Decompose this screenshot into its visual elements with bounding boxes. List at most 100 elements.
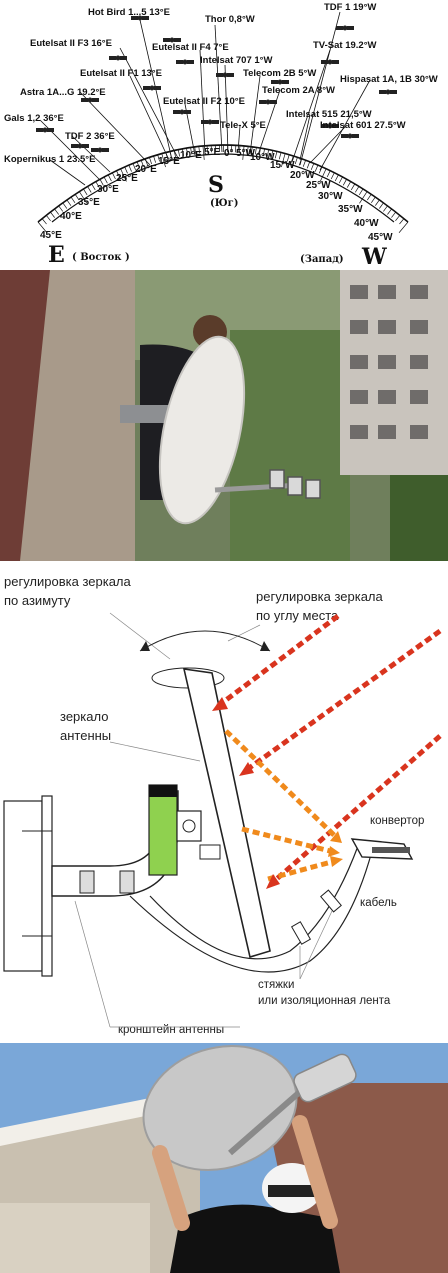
wall-plate — [3, 795, 53, 977]
arc-tick — [255, 147, 257, 155]
satellite-label: Intelsat 707 1°W — [200, 55, 272, 66]
cable-tie — [320, 889, 342, 913]
right-arm — [292, 1115, 338, 1229]
pointer-line — [224, 64, 229, 153]
arc-tick — [124, 166, 128, 174]
east-letter: E — [48, 242, 65, 268]
pointer-line — [79, 91, 151, 166]
arc-tick — [149, 157, 152, 165]
arc-tick — [79, 191, 88, 204]
signal-arrow-red — [216, 614, 340, 708]
arc-tick — [247, 146, 249, 154]
arc-tick — [37, 221, 48, 234]
bracket-leader-line — [74, 900, 111, 1028]
pointer-line — [214, 24, 223, 153]
degree-label: 5°E — [204, 147, 221, 158]
satellite-icon — [271, 79, 289, 85]
pointer-line — [71, 135, 111, 173]
arc-tick — [186, 148, 188, 156]
arc-tick — [262, 148, 265, 156]
pointer-line — [199, 49, 206, 156]
arc-tick — [62, 202, 68, 209]
arc-tick — [239, 145, 241, 153]
degree-label: 40°E — [60, 211, 82, 222]
arc-tick — [398, 221, 409, 233]
mirror-leader-line — [109, 741, 201, 762]
arc-tick — [198, 146, 200, 154]
siding — [0, 1203, 150, 1273]
pointer-line — [49, 159, 86, 186]
arc-tick — [298, 158, 302, 166]
satellite-icon — [131, 15, 149, 21]
ties-leader-line — [299, 910, 333, 980]
pointer-line — [291, 49, 331, 163]
satellite-label: Hot Bird 1...5 13°E — [88, 7, 170, 18]
satellite-label: Eutelsat II F4 7°E — [152, 42, 229, 53]
degree-label: 35°W — [338, 204, 363, 215]
satellite-icon — [259, 99, 277, 105]
elevation-label-line2: по углу места — [256, 608, 339, 623]
ties-label-line2: или изоляционная лента — [258, 995, 391, 1007]
arc-tick — [41, 218, 47, 225]
arc-tick — [274, 151, 278, 159]
arc-tick — [387, 208, 392, 215]
pointer-line — [309, 126, 346, 164]
satellite-label: Hispasat 1A, 1B 30°W — [340, 74, 438, 85]
left-arm — [152, 1145, 190, 1231]
satellite-icon — [321, 123, 339, 129]
arc-tick — [319, 168, 327, 182]
arc-tick — [194, 146, 196, 154]
satellite-icon — [91, 147, 109, 153]
arc-tick — [45, 215, 51, 222]
feed-arm-outline — [149, 845, 359, 960]
arc-tick — [326, 170, 331, 178]
arc-tick — [99, 179, 104, 186]
azimuth-label-line1: регулировка зеркала — [4, 574, 132, 589]
satellite-icon — [71, 143, 89, 149]
ties-label-line1: стяжки — [258, 979, 294, 991]
satellite-label: Thor 0,8°W — [205, 14, 255, 25]
arc-tick — [144, 158, 148, 166]
arc-tick — [87, 186, 92, 193]
arc-tick — [290, 155, 294, 163]
arc-tick — [294, 157, 298, 165]
degree-label: 35°E — [78, 197, 100, 208]
satellite-icons — [36, 15, 397, 153]
arc-tick — [358, 188, 364, 196]
pointer-line — [299, 11, 341, 166]
satellite-icon — [321, 59, 339, 65]
satellite-label: TDF 2 36°E — [65, 131, 115, 142]
arc-tick — [330, 172, 335, 180]
arc-tick — [359, 191, 368, 204]
pointer-line — [119, 47, 179, 159]
dish-reflector — [182, 668, 271, 959]
mast-green-section — [148, 784, 178, 876]
satellite-label: Tele-X 5°E — [220, 120, 266, 131]
arc-tick — [153, 155, 156, 163]
degree-label: 25°W — [306, 180, 331, 191]
satellite-icon — [81, 97, 99, 103]
arc-tick — [74, 194, 80, 201]
degree-label: 15°W — [270, 160, 295, 171]
satellite-label: Kopernikus 1 23.5°E — [4, 154, 95, 165]
torso — [170, 1204, 340, 1273]
azimuth-leader-line — [109, 612, 171, 660]
arc-tick — [266, 149, 270, 157]
signal-arrow-red — [243, 628, 442, 774]
satellite-dish — [158, 335, 246, 525]
arc-tick — [306, 161, 311, 169]
pointer-line — [129, 75, 171, 163]
satellite-label: Eutelsat II F1 13°E — [80, 68, 162, 79]
bracket-label: кронштейн антенны — [118, 1024, 224, 1036]
apartment-building — [340, 270, 448, 475]
bracket-clamp — [119, 870, 135, 894]
satellite-label: Intelsat 601 27.5°W — [320, 120, 406, 131]
roof-photo-svg — [0, 1043, 448, 1273]
arc-tick — [338, 176, 343, 184]
signal-arrow-red — [270, 734, 442, 885]
signal-arrowheads — [212, 697, 343, 889]
arc-tick — [202, 145, 205, 160]
signal-arrows — [216, 614, 442, 885]
arc-tick — [107, 174, 112, 182]
satellite-icon — [173, 109, 191, 115]
